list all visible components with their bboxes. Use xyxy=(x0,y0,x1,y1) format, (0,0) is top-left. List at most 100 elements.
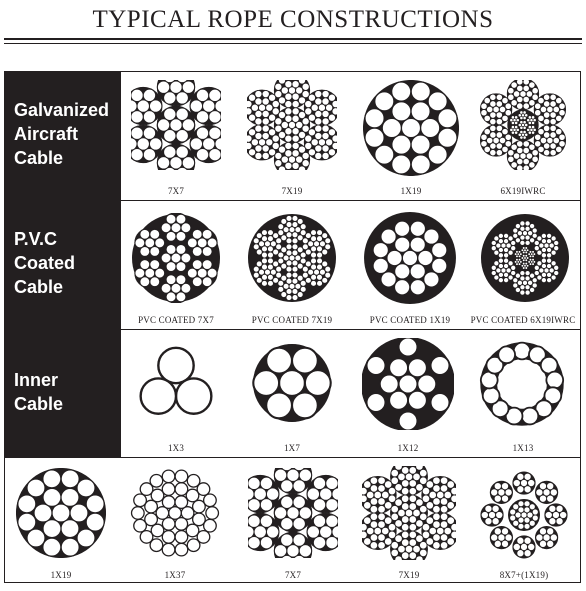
wire xyxy=(519,252,523,256)
wire xyxy=(517,132,522,137)
wire xyxy=(543,131,551,139)
wire xyxy=(261,117,270,126)
caption-1x19: 1X19 xyxy=(400,186,422,196)
wire xyxy=(298,468,313,482)
wire xyxy=(519,125,524,130)
wire xyxy=(261,280,268,287)
wire xyxy=(369,505,379,514)
wire xyxy=(291,127,300,136)
wire xyxy=(261,144,270,153)
wire xyxy=(298,96,307,105)
wire xyxy=(522,250,526,254)
wire xyxy=(391,134,412,155)
wire xyxy=(291,114,300,123)
wire xyxy=(175,261,187,273)
wire xyxy=(248,148,257,157)
wire xyxy=(181,118,196,132)
wire xyxy=(439,484,449,493)
wire xyxy=(254,117,263,126)
wire xyxy=(165,230,177,242)
wire xyxy=(527,120,532,125)
wire xyxy=(514,130,519,135)
wire xyxy=(533,270,540,276)
wire xyxy=(310,138,319,147)
wire xyxy=(175,274,187,286)
wire xyxy=(540,252,547,259)
wire xyxy=(274,117,283,126)
wire xyxy=(522,266,526,270)
diagram-1x19 xyxy=(16,468,106,558)
caption-1x37: 1X37 xyxy=(164,570,186,580)
wire xyxy=(327,148,336,157)
wire xyxy=(528,254,533,258)
wire xyxy=(314,117,323,126)
row-divider xyxy=(4,457,581,458)
wire xyxy=(142,147,157,162)
wire xyxy=(247,100,253,109)
wire xyxy=(439,505,449,514)
wire xyxy=(174,482,189,497)
wire xyxy=(195,88,210,103)
diagram-1x3 xyxy=(133,340,219,426)
wire xyxy=(254,124,263,133)
wire xyxy=(509,514,517,522)
wire xyxy=(362,494,368,503)
wire xyxy=(423,271,440,288)
wire xyxy=(139,377,178,415)
wire xyxy=(507,93,515,101)
rope-cross-section xyxy=(481,214,569,302)
wire xyxy=(527,542,536,551)
wire xyxy=(291,134,300,143)
wire xyxy=(254,90,263,99)
wire xyxy=(421,523,431,532)
wire xyxy=(495,242,502,249)
wire xyxy=(394,519,403,528)
wire xyxy=(543,386,563,406)
wire xyxy=(277,96,286,105)
wire xyxy=(525,264,530,268)
wire xyxy=(327,128,336,137)
wire xyxy=(270,268,277,276)
wire xyxy=(208,147,221,162)
row-label-line: Cable xyxy=(14,148,64,168)
wire xyxy=(267,280,274,287)
wire xyxy=(387,486,397,496)
wire xyxy=(528,519,536,527)
wire xyxy=(485,355,505,375)
wire xyxy=(277,229,285,237)
wire xyxy=(550,274,557,281)
caption-1x19: 1X19 xyxy=(50,570,72,580)
wire xyxy=(321,132,330,141)
caption-7x19: 7X19 xyxy=(281,186,303,196)
wire xyxy=(314,132,323,141)
wire xyxy=(480,102,488,110)
wire xyxy=(321,151,330,160)
wire xyxy=(384,537,393,546)
wire xyxy=(206,237,218,249)
wire xyxy=(425,480,434,489)
wire xyxy=(301,151,310,160)
wire xyxy=(407,389,428,411)
wire xyxy=(186,538,201,553)
wire xyxy=(514,272,521,279)
wire xyxy=(493,249,500,256)
wire xyxy=(531,120,535,125)
wire xyxy=(524,262,528,266)
wire xyxy=(60,537,80,557)
wire xyxy=(490,533,499,542)
wire xyxy=(261,263,268,271)
rope-cross-section xyxy=(362,466,456,560)
wire xyxy=(185,523,200,538)
wire xyxy=(510,161,518,169)
wire xyxy=(430,241,448,259)
wire xyxy=(520,264,525,268)
wire xyxy=(490,270,497,276)
wire xyxy=(493,274,500,281)
wire xyxy=(517,258,522,262)
wire xyxy=(543,124,551,132)
wire xyxy=(401,502,410,511)
wire xyxy=(511,115,515,120)
wire xyxy=(522,254,526,258)
wire xyxy=(391,101,412,122)
wire xyxy=(495,131,503,139)
